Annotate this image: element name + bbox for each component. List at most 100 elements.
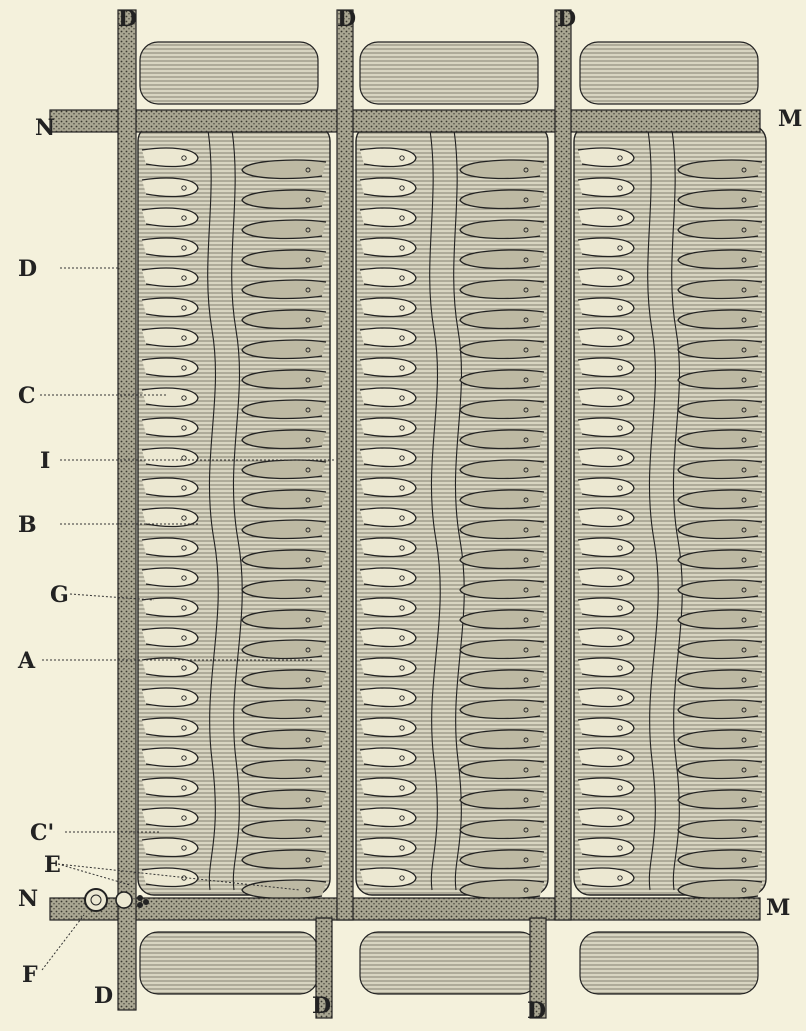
fold-left [360,208,416,226]
fold-right [678,190,762,208]
fold-left [578,718,634,736]
fold-right [678,880,762,898]
fold-left [142,208,198,226]
fold-right [678,280,762,298]
fold-left [360,808,416,826]
fold-right [678,520,762,538]
fold-left [360,538,416,556]
fold-left [142,448,198,466]
fold-right [678,220,762,238]
label-d-top-3: D [557,8,576,30]
label-d-top-1: D [118,8,137,30]
fold-left [578,538,634,556]
fold-right [460,520,544,538]
fold-left [578,808,634,826]
fold-right [242,610,326,628]
fold-right [242,850,326,868]
fold-left [360,298,416,316]
fold-right [678,430,762,448]
fold-left [360,358,416,376]
fold-right [678,730,762,748]
fold-right [242,790,326,808]
fold-left [142,298,198,316]
fold-left [360,718,416,736]
fold-right [678,250,762,268]
fold-right [678,400,762,418]
fold-right [460,700,544,718]
fold-right [678,460,762,478]
label-m-top: M [778,108,802,130]
bottom-lobule-strip [140,932,758,994]
fold-left [578,178,634,196]
label-e: E [44,854,61,876]
fold-right [678,610,762,628]
fold-left [360,778,416,796]
fold-right [242,220,326,238]
fold-left [578,208,634,226]
fold-left [360,448,416,466]
fold-right [242,460,326,478]
fold-left [360,478,416,496]
fold-right [242,430,326,448]
fold-right [678,340,762,358]
fold-left [142,718,198,736]
fold-left [142,538,198,556]
fold-left [360,178,416,196]
label-m-bottom: M [766,897,790,919]
fold-right [678,580,762,598]
fold-right [242,580,326,598]
fold-right [460,490,544,508]
label-d-bottom-1: D [94,985,113,1007]
fold-right [242,400,326,418]
fold-left [142,658,198,676]
fold-left [578,868,634,886]
fold-right [678,790,762,808]
fold-right [678,760,762,778]
label-i: I [40,450,50,472]
fold-left [360,628,416,646]
fold-left [360,598,416,616]
fold-right [460,430,544,448]
label-n-top: N [35,117,55,139]
fold-left [142,598,198,616]
fold-left [142,568,198,586]
fold-left [578,358,634,376]
fold-left [142,328,198,346]
label-c: C [18,385,36,407]
fold-right [242,640,326,658]
fold-right [242,820,326,838]
fold-right [242,730,326,748]
fold-left [360,688,416,706]
fold-right [460,880,544,898]
duct-vertical-3 [555,10,571,920]
fold-left [360,328,416,346]
fold-left [142,388,198,406]
fold-left [142,478,198,496]
fold-left [360,268,416,286]
fold-left [360,658,416,676]
fold-left [142,238,198,256]
fold-right [460,790,544,808]
fold-left [578,748,634,766]
fold-right [678,640,762,658]
fold-right [678,670,762,688]
fold-right [242,490,326,508]
fold-right [242,280,326,298]
fold-left [142,268,198,286]
fold-right [460,580,544,598]
fold-right [460,370,544,388]
label-a: A [18,650,35,672]
fold-right [242,340,326,358]
label-d-top-2: D [337,8,356,30]
fold-left [142,838,198,856]
fold-left [360,748,416,766]
duct-top-horizontal [50,110,760,132]
fold-left [360,868,416,886]
fold-left [578,268,634,286]
label-g: G [50,584,69,606]
fold-right [460,730,544,748]
fold-right [242,190,326,208]
fold-right [460,250,544,268]
fold-left [578,838,634,856]
